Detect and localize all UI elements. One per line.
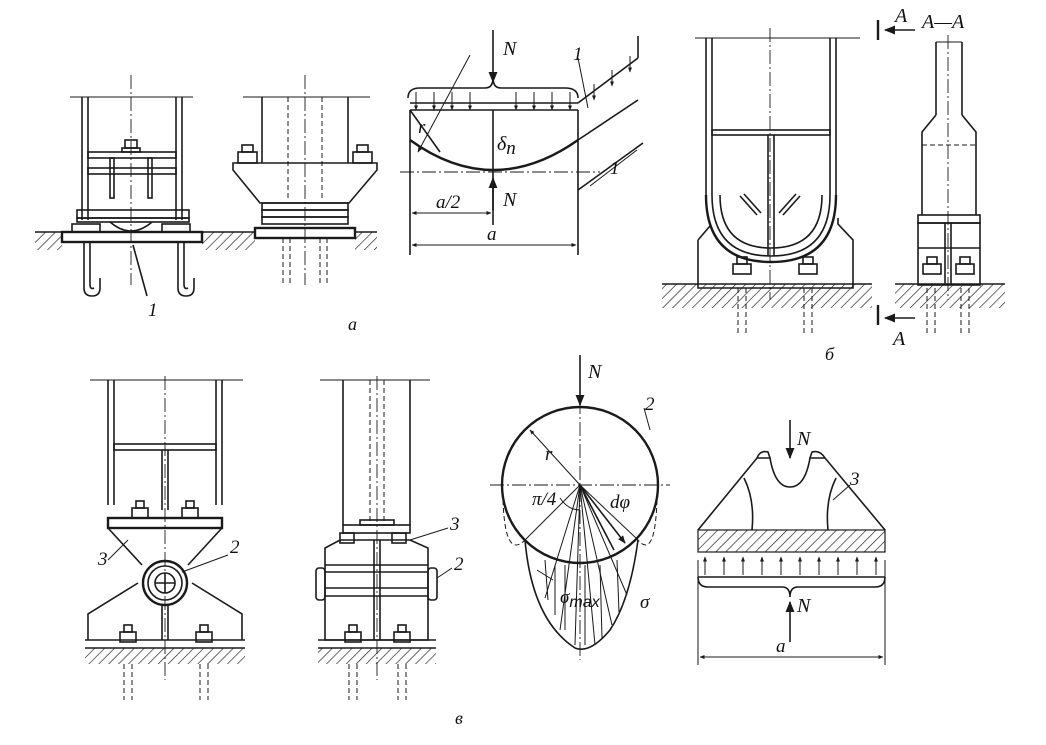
panel-v: 3 2 <box>85 355 886 728</box>
panel-a-plate-bending-diagram: N r δп N <box>400 30 644 255</box>
stress-rays <box>524 484 639 646</box>
panel-v-shoe-bearing: N 3 N <box>697 420 886 665</box>
force-n-roller: N <box>587 361 603 383</box>
sigma-max-label: σmax <box>560 587 601 611</box>
callout-3-left-v: 3 <box>97 549 108 570</box>
distributed-load-arrows <box>414 92 572 111</box>
callout-2-mid-v: 2 <box>454 554 464 575</box>
sigma-label: σ <box>640 592 650 613</box>
angle-label: π/4 <box>532 489 557 510</box>
callout-1-strip: 1 <box>573 44 583 65</box>
half-width-label: a/2 <box>436 192 461 213</box>
plate-thickness-label: δп <box>497 133 516 159</box>
callout-3-right: 3 <box>849 469 860 490</box>
panel-a: 1 <box>35 30 644 334</box>
panel-v-roller-support-side: 3 2 <box>315 376 464 700</box>
width-label-a: a <box>487 224 497 245</box>
section-title-a-a: A—A <box>920 11 965 33</box>
reaction-arrows <box>703 556 878 575</box>
panel-a-support-side-view <box>230 75 378 286</box>
panel-v-roller-stress-diagram: N r 2 <box>490 355 670 660</box>
radius-label-a: r <box>418 117 426 138</box>
force-n-bottom-right: N <box>796 595 812 617</box>
panel-v-caption: в <box>455 708 463 728</box>
section-marker-a-top: A <box>893 5 908 27</box>
section-marker-a-bottom: A <box>891 328 906 350</box>
panel-v-roller-support-front: 3 2 <box>85 376 245 700</box>
panel-b-front-view <box>662 28 872 335</box>
panel-b-caption: б <box>825 344 835 364</box>
callout-2-left-v: 2 <box>230 537 240 558</box>
callout-2-roller: 2 <box>645 394 655 415</box>
panel-a-caption: а <box>348 314 357 334</box>
panel-a-support-front-view: 1 <box>35 75 230 321</box>
callout-3-mid-v: 3 <box>449 514 460 535</box>
callout-1-left: 1 <box>148 300 158 321</box>
callout-1-right: 1 <box>610 158 620 179</box>
panel-b-section-view: A A—A A <box>876 5 1005 350</box>
force-n-bottom-a: N <box>502 189 518 211</box>
panel-b: A A—A A б <box>662 5 1005 364</box>
dphi-label: dφ <box>610 492 630 513</box>
force-n-top-right: N <box>796 428 812 450</box>
width-label-right: a <box>776 636 786 657</box>
radius-label-v: r <box>545 444 553 465</box>
force-n-top-a: N <box>502 38 518 60</box>
